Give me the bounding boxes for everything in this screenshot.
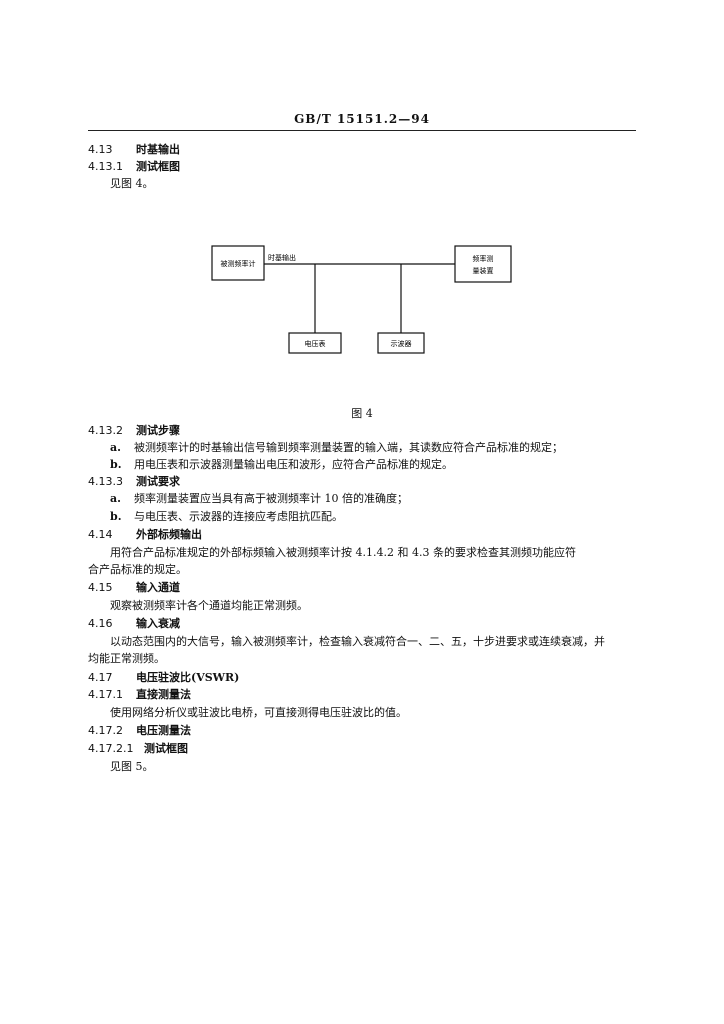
list-item: a.频率测量装置应当具有高于被测频率计 10 倍的准确度； bbox=[110, 492, 408, 505]
paragraph-see-figure-5: 见图 5。 bbox=[110, 760, 154, 773]
paragraph-4-14-line2: 合产品标准的规定。 bbox=[88, 563, 187, 576]
figure-4-caption: 图 4 bbox=[351, 407, 373, 420]
paragraph-4-16-line1: 以动态范围内的大信号，输入被测频率计，检查输入衰减符合一、二、五，十步进要求或连… bbox=[110, 635, 605, 648]
paragraph-4-15: 观察被测频率计各个通道均能正常测频。 bbox=[110, 599, 308, 612]
box-frequency-measurement-device bbox=[454, 245, 512, 283]
label-voltmeter: 电压表 bbox=[305, 339, 326, 348]
label-timebase-output: 时基输出 bbox=[268, 253, 296, 262]
list-item: b.与电压表、示波器的连接应考虑阻抗匹配。 bbox=[110, 510, 343, 523]
label-oscilloscope: 示波器 bbox=[391, 339, 412, 348]
label-meas-line1: 频率测 bbox=[473, 254, 494, 263]
label-meas-line2: 量装置 bbox=[473, 266, 494, 275]
paragraph-4-14-line1: 用符合产品标准规定的外部标频输入被测频率计按 4.1.4.2 和 4.3 条的要… bbox=[110, 546, 576, 559]
label-dut: 被测频率计 bbox=[221, 259, 256, 268]
paragraph-see-figure-4: 见图 4。 bbox=[110, 177, 154, 190]
box-dut bbox=[211, 245, 265, 281]
header-rule bbox=[88, 130, 636, 131]
list-item: a.被测频率计的时基输出信号输到频率测量装置的输入端，其读数应符合产品标准的规定… bbox=[110, 441, 563, 454]
paragraph-4-16-line2: 均能正常测频。 bbox=[88, 652, 165, 665]
paragraph-4-17-1: 使用网络分析仪或驻波比电桥，可直接测得电压驻波比的值。 bbox=[110, 706, 407, 719]
list-item: b.用电压表和示波器测量输出电压和波形，应符合产品标准的规定。 bbox=[110, 458, 453, 471]
standard-code: GB/T 15151.2—94 bbox=[294, 112, 430, 126]
